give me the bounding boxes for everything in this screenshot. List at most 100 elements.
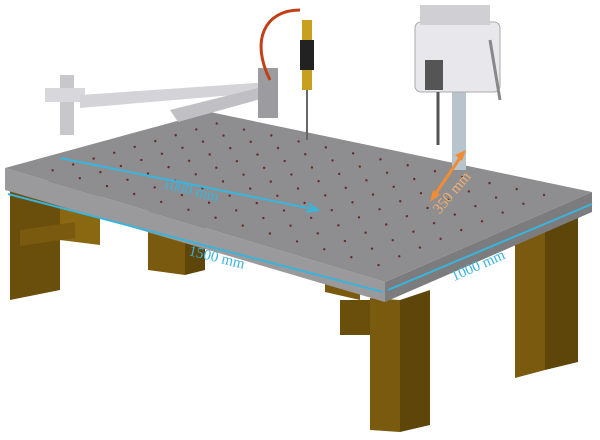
drill-press bbox=[414, 5, 502, 170]
mounting-hole bbox=[214, 216, 217, 219]
mounting-hole bbox=[92, 157, 95, 160]
mounting-hole bbox=[195, 128, 198, 131]
mounting-hole bbox=[268, 232, 272, 235]
mounting-hole bbox=[215, 122, 218, 125]
mounting-hole bbox=[480, 220, 484, 223]
mounting-hole bbox=[78, 177, 82, 180]
mounting-hole bbox=[295, 240, 299, 243]
mounting-hole bbox=[433, 170, 437, 173]
mounting-hole bbox=[364, 231, 367, 234]
mounting-hole bbox=[303, 201, 306, 205]
mounting-hole bbox=[146, 172, 150, 175]
mounting-hole bbox=[71, 163, 75, 166]
mounting-hole bbox=[377, 263, 380, 267]
mounting-hole bbox=[99, 170, 102, 174]
table-length-dimension-line bbox=[7, 193, 384, 293]
mounting-hole bbox=[461, 175, 464, 179]
mounting-hole bbox=[399, 200, 402, 203]
mounting-hole bbox=[371, 193, 375, 196]
mounting-hole bbox=[501, 211, 504, 214]
mounting-hole bbox=[126, 178, 129, 181]
work-depth-dimension-line bbox=[59, 157, 319, 211]
mounting-hole bbox=[255, 201, 258, 205]
mounting-hole bbox=[378, 208, 381, 211]
mounting-hole bbox=[207, 201, 211, 204]
mounting-hole bbox=[249, 140, 252, 143]
mounting-hole bbox=[460, 228, 463, 232]
mounting-hole bbox=[167, 165, 170, 169]
mounting-hole bbox=[405, 215, 409, 218]
mounting-hole bbox=[310, 166, 314, 169]
mounting-hole bbox=[242, 128, 246, 131]
mounting-hole bbox=[309, 216, 313, 220]
mounting-hole bbox=[132, 192, 136, 196]
mounting-hole bbox=[385, 223, 388, 226]
mounting-hole bbox=[222, 134, 225, 137]
mounting-hole bbox=[51, 169, 54, 172]
mounting-hole bbox=[323, 248, 326, 251]
mounting-hole bbox=[249, 187, 252, 190]
mounting-hole bbox=[153, 186, 156, 189]
mounting-hole bbox=[228, 194, 231, 197]
mounting-hole bbox=[344, 186, 348, 190]
mounting-hole bbox=[418, 246, 422, 249]
mounting-hole bbox=[229, 146, 232, 150]
mounting-hole bbox=[181, 146, 184, 149]
mounting-hole bbox=[365, 179, 368, 182]
mounting-hole bbox=[160, 200, 163, 204]
mounting-hole bbox=[242, 173, 245, 176]
mounting-hole bbox=[215, 166, 218, 169]
mounting-hole bbox=[331, 159, 334, 162]
mounting-hole bbox=[270, 134, 273, 137]
table-legs bbox=[10, 178, 578, 432]
mounting-hole bbox=[316, 232, 319, 235]
mounting-hole bbox=[426, 206, 429, 210]
mounting-hole bbox=[276, 194, 279, 197]
drill-reach-dimension-line bbox=[432, 154, 464, 197]
mounting-hole bbox=[398, 255, 401, 258]
mounting-hole bbox=[412, 230, 415, 233]
mounting-hole bbox=[289, 224, 292, 227]
mounting-hole bbox=[221, 180, 225, 183]
mounting-hole bbox=[194, 173, 197, 176]
mounting-hole bbox=[338, 172, 341, 176]
mounting-hole bbox=[350, 256, 353, 259]
table-width-dimension-line bbox=[387, 203, 593, 291]
mounting-hole bbox=[241, 224, 244, 227]
mounting-hole bbox=[187, 159, 191, 162]
mounting-hole bbox=[119, 164, 123, 168]
mounting-hole bbox=[439, 237, 442, 241]
mounting-hole bbox=[446, 198, 450, 201]
mounting-hole bbox=[522, 202, 525, 205]
mounting-hole bbox=[187, 208, 190, 211]
mounting-hole bbox=[337, 224, 340, 227]
mounting-hole bbox=[154, 139, 157, 143]
mounting-hole bbox=[542, 193, 546, 197]
mounting-hole bbox=[358, 165, 361, 168]
mounting-hole bbox=[262, 216, 265, 220]
mounting-hole bbox=[351, 152, 355, 155]
mounting-hole bbox=[392, 185, 395, 188]
mounting-hole bbox=[351, 201, 354, 204]
mounting-hole bbox=[494, 196, 498, 199]
mounting-hole bbox=[324, 194, 327, 197]
mounting-hole bbox=[357, 216, 361, 219]
mounting-hole bbox=[262, 166, 266, 170]
mounting-hole bbox=[413, 177, 416, 181]
dimension-lines bbox=[7, 150, 593, 293]
mounting-hole bbox=[453, 213, 456, 216]
mounting-hole bbox=[317, 180, 320, 183]
mounting-hole bbox=[467, 190, 471, 193]
mounting-hole bbox=[406, 164, 409, 167]
mounting-hole bbox=[160, 152, 164, 156]
mounting-hole bbox=[385, 171, 389, 174]
mounting-hole bbox=[283, 159, 286, 163]
mounting-hole bbox=[290, 173, 293, 176]
mounting-hole bbox=[488, 181, 491, 185]
mounting-hole bbox=[432, 221, 436, 225]
mounting-hole bbox=[269, 180, 272, 183]
mounting-hole bbox=[296, 187, 300, 190]
mounting-hole bbox=[419, 192, 423, 195]
